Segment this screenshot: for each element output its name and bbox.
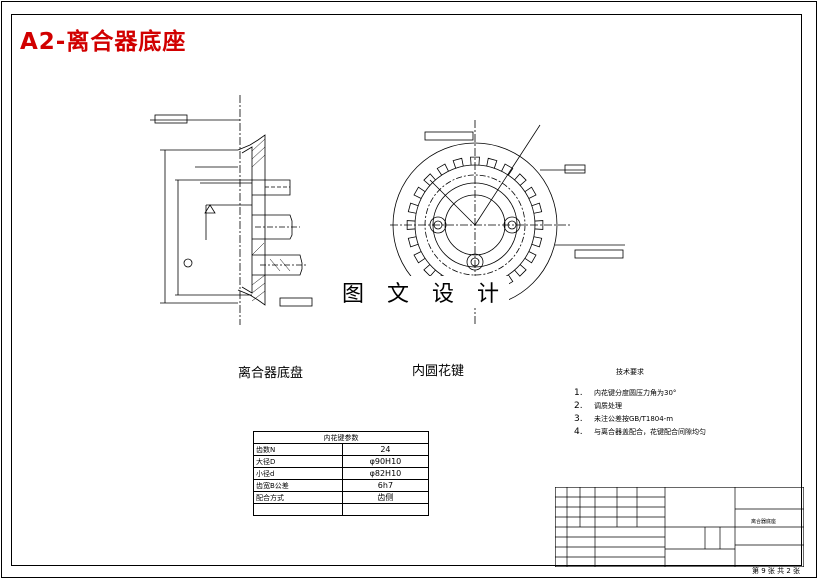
left-view-caption: 离合器底盘: [238, 366, 304, 381]
spline-tooth: [486, 157, 498, 169]
drawing-title: A2-离合器底座: [20, 29, 187, 55]
spline-tooth: [524, 186, 537, 199]
spline-tooth: [534, 220, 544, 230]
drawing-frame: [11, 14, 802, 566]
spline-tooth: [531, 202, 543, 214]
spline-tooth: [413, 251, 426, 264]
spline-tooth: [423, 173, 436, 186]
page-number: 第 9 张 共 2 张: [752, 567, 801, 575]
note-item: 3.未注公差按GB/T1804-m: [574, 414, 674, 424]
spline-tooth: [407, 202, 419, 214]
spline-tooth: [524, 251, 537, 264]
note-item: 1.内花键分度圆压力角为30°: [574, 388, 677, 398]
right-view-caption: 内圆花键: [412, 364, 465, 379]
section-view: [150, 95, 313, 325]
note-item: 2.调质处理: [574, 401, 622, 411]
spline-tooth: [423, 264, 436, 277]
params-table-title: 内花键参数: [253, 431, 429, 444]
spline-tooth: [514, 264, 527, 277]
watermark: 图 文 设 计: [340, 276, 509, 308]
spline-tooth: [407, 236, 419, 248]
spline-tooth: [452, 157, 464, 169]
spline-tooth: [514, 173, 527, 186]
notes-title: 技术要求: [616, 368, 644, 376]
spline-tooth: [501, 163, 514, 176]
title-block: 离合器底座: [555, 487, 804, 567]
table-row: [253, 503, 430, 516]
spline-tooth: [531, 236, 543, 248]
title-block-part-name: 离合器底座: [751, 518, 776, 525]
technical-notes: 技术要求 1.内花键分度圆压力角为30° 2.调质处理 3.未注公差按GB/T1…: [574, 366, 706, 439]
table-row: 配合方式齿侧: [253, 491, 430, 504]
spline-tooth: [470, 156, 480, 166]
spline-tooth: [436, 163, 449, 176]
spline-tooth: [413, 186, 426, 199]
note-item: 4.与离合器盖配合，花键配合间隙均匀: [574, 427, 706, 437]
